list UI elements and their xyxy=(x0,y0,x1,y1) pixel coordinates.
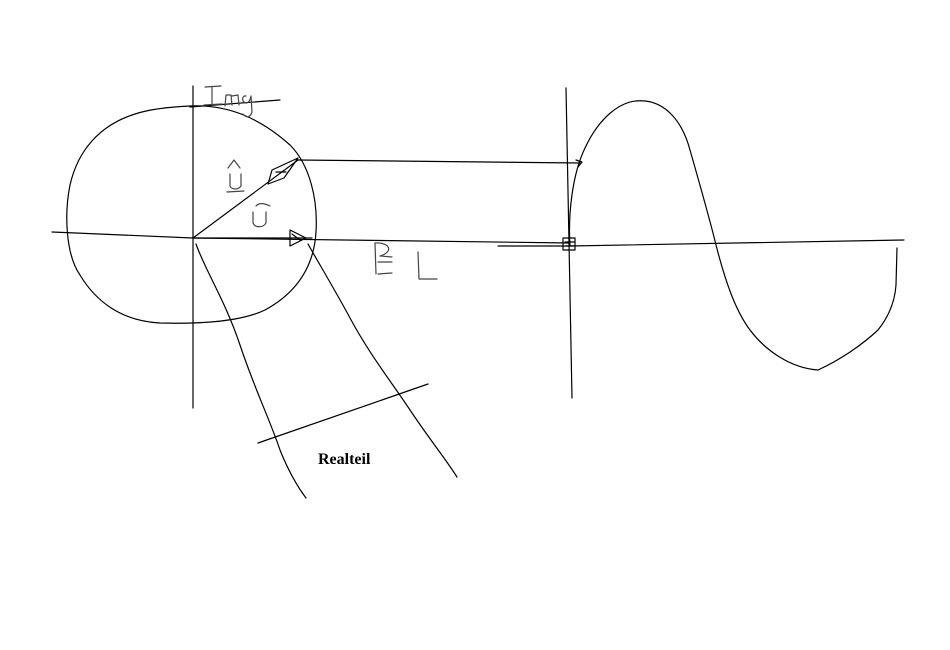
img-label-strokes xyxy=(203,85,253,118)
realteil-cross-line xyxy=(257,383,429,444)
realteil-label: Realteil xyxy=(318,451,371,468)
realteil-pointer-left xyxy=(195,243,307,499)
real-axis-extension xyxy=(192,237,571,244)
sine-origin-marker xyxy=(562,237,576,251)
circle-top-tangent xyxy=(189,99,281,108)
phasor-u-arrowhead xyxy=(289,229,307,247)
realteil-pointer-right xyxy=(307,243,458,478)
phasor-u-hat-label: û xyxy=(228,173,237,189)
phasor-u-label: U xyxy=(253,211,263,227)
real-axis-label: REL xyxy=(375,255,417,280)
sine-horizontal-axis xyxy=(569,239,905,247)
phasor-u-hat-vector xyxy=(192,159,299,239)
sine-curve xyxy=(568,100,898,371)
phasor-u-hat-arrowhead xyxy=(267,157,299,185)
projection-marker xyxy=(575,159,583,168)
projection-line xyxy=(297,159,581,164)
imaginary-axis-label: Img xyxy=(205,92,232,108)
sine-vertical-axis xyxy=(565,87,573,399)
phasor-circle xyxy=(66,105,317,324)
phasor-u-hat-label-strokes xyxy=(226,159,245,193)
real-axis-left xyxy=(51,231,194,239)
rel-label-strokes xyxy=(374,242,438,280)
phasor-u-label-strokes xyxy=(252,203,271,228)
sine-origin-marker-detail xyxy=(564,241,576,247)
